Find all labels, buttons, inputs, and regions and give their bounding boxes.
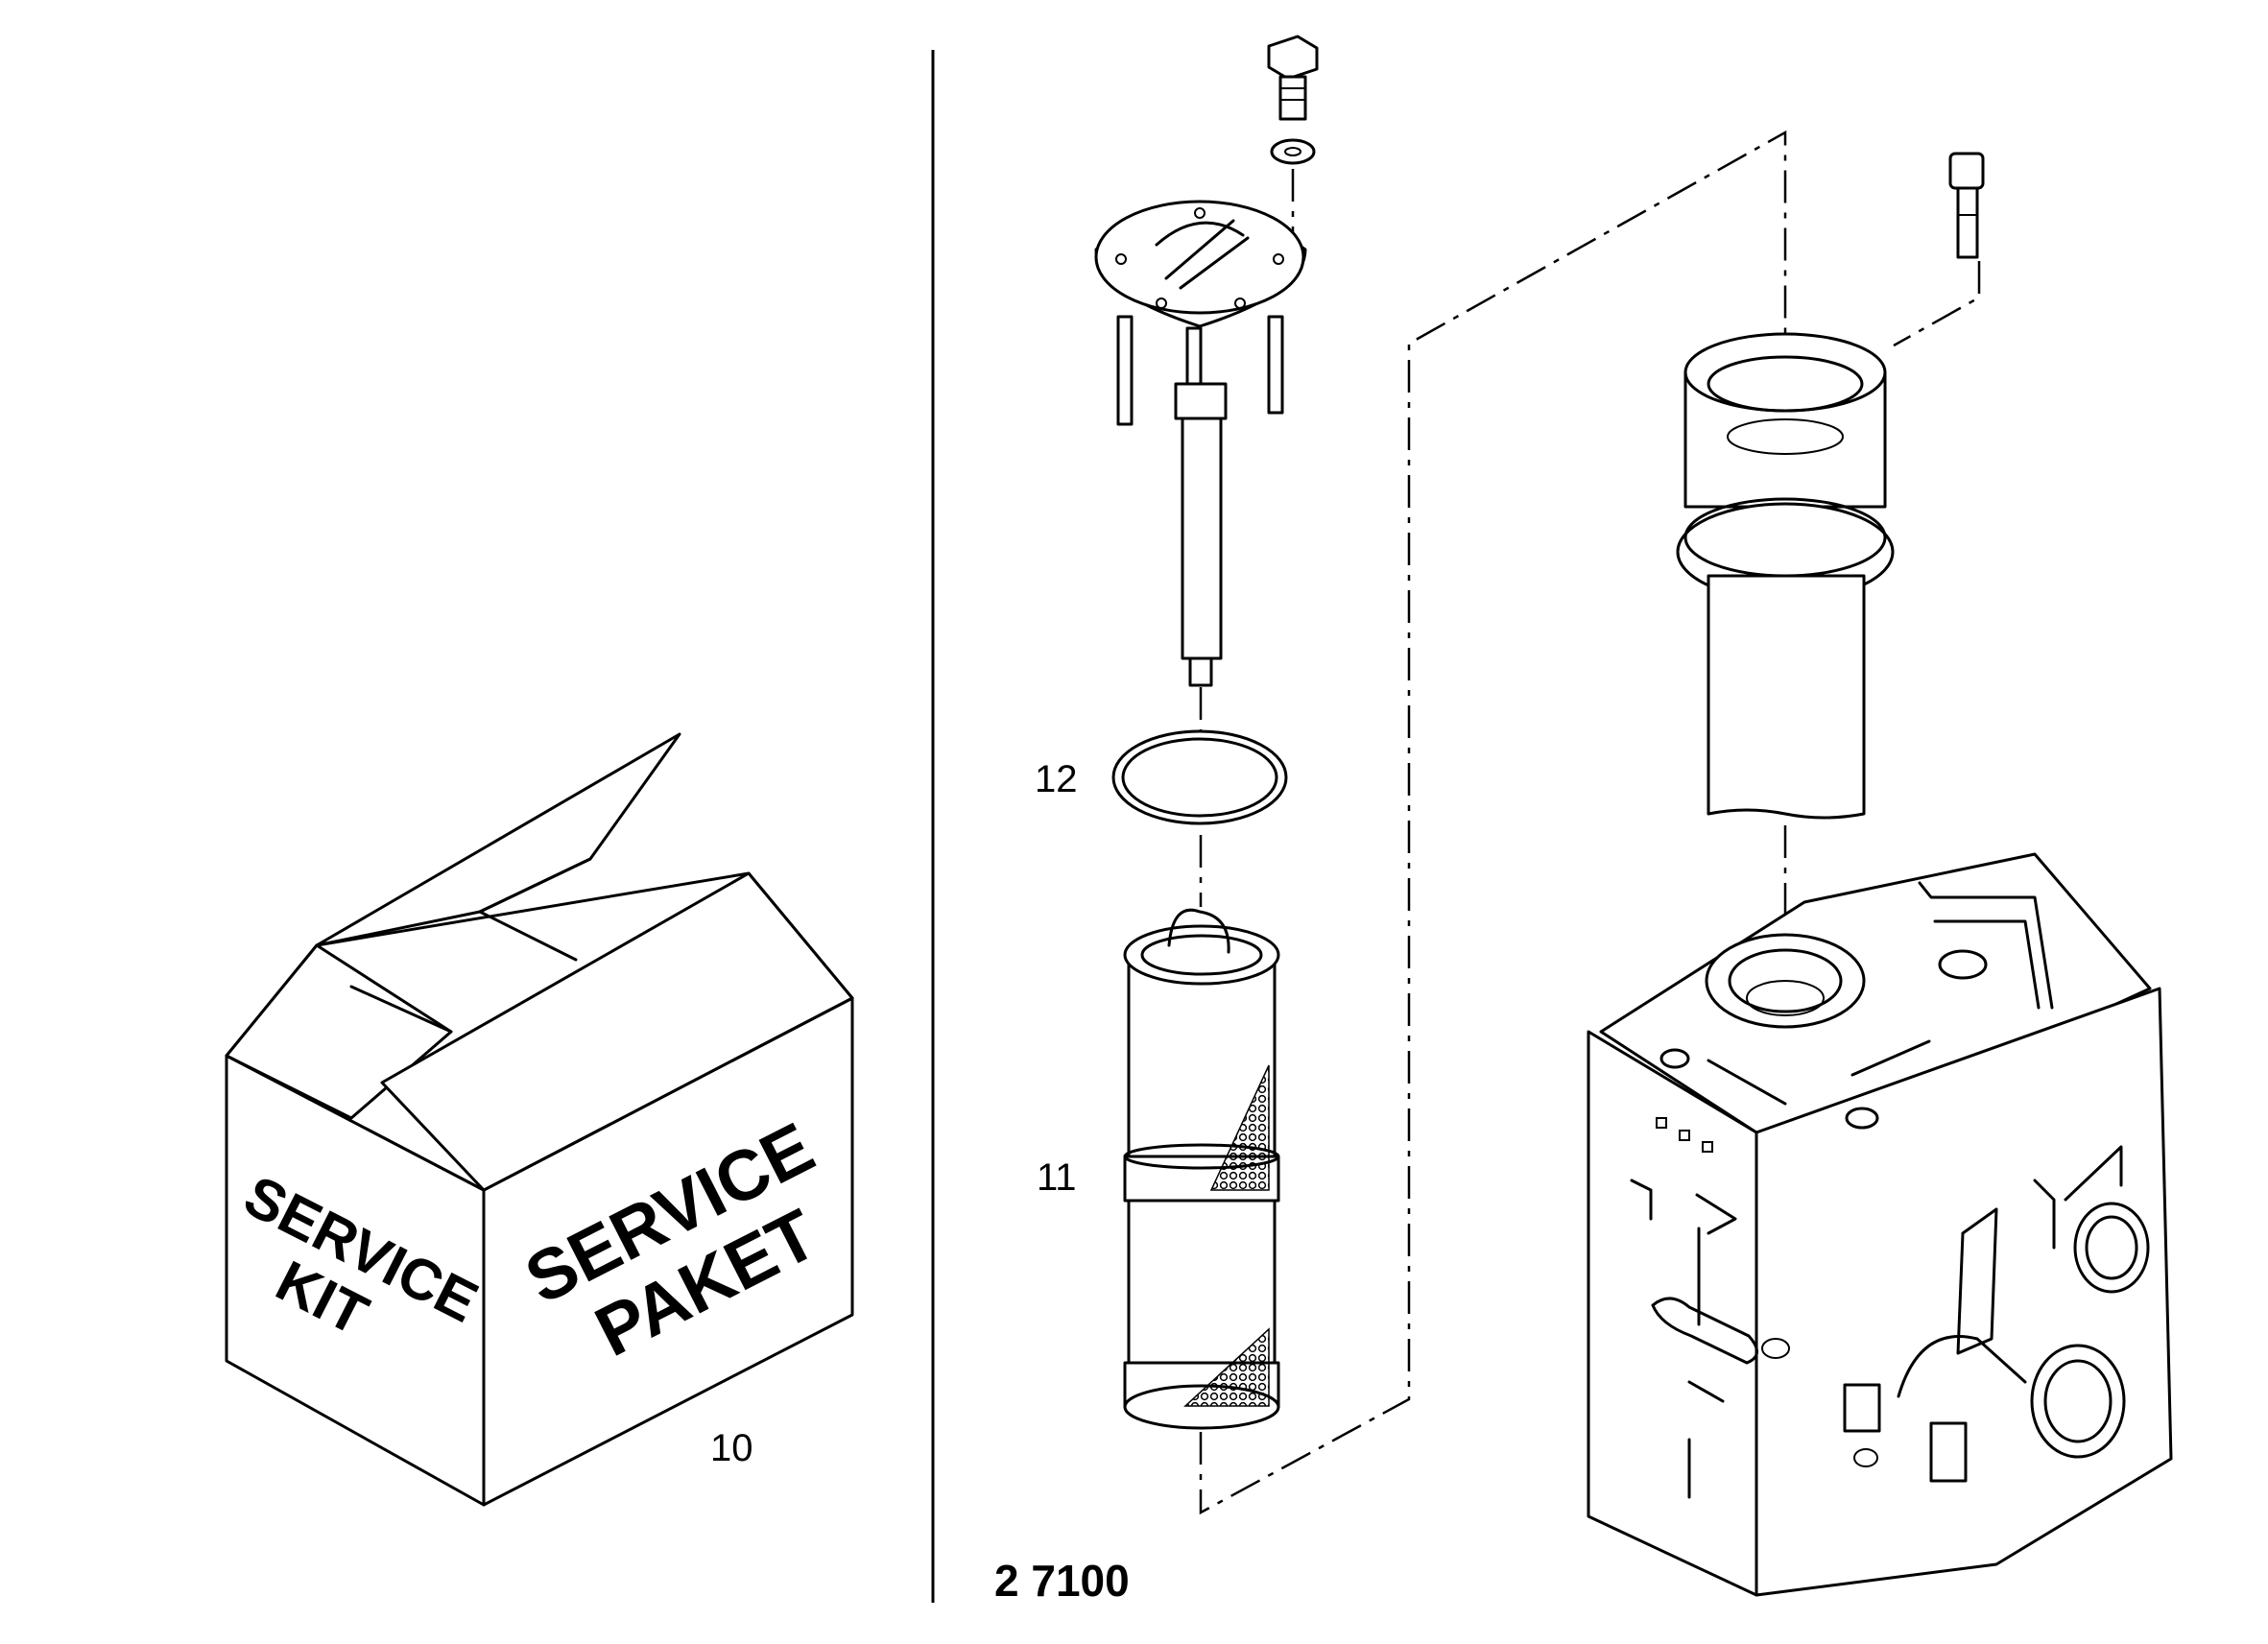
washer [1270,138,1316,165]
hex-bolt [1267,35,1319,121]
callout-11: 11 [1037,1156,1077,1199]
o-ring [1111,729,1288,825]
filter-cover [1094,200,1307,687]
callout-12: 12 [1035,758,1078,800]
mounting-bolt [1948,152,1985,259]
filter-element [1123,908,1280,1430]
filter-housing [1676,332,1895,820]
drawing-number: 2 7100 [994,1556,1130,1606]
service-kit-box: SERVICE KIT SERVICE PAKET [225,732,854,1507]
callout-10: 10 [710,1427,753,1469]
gearbox-housing [1587,852,2173,1597]
